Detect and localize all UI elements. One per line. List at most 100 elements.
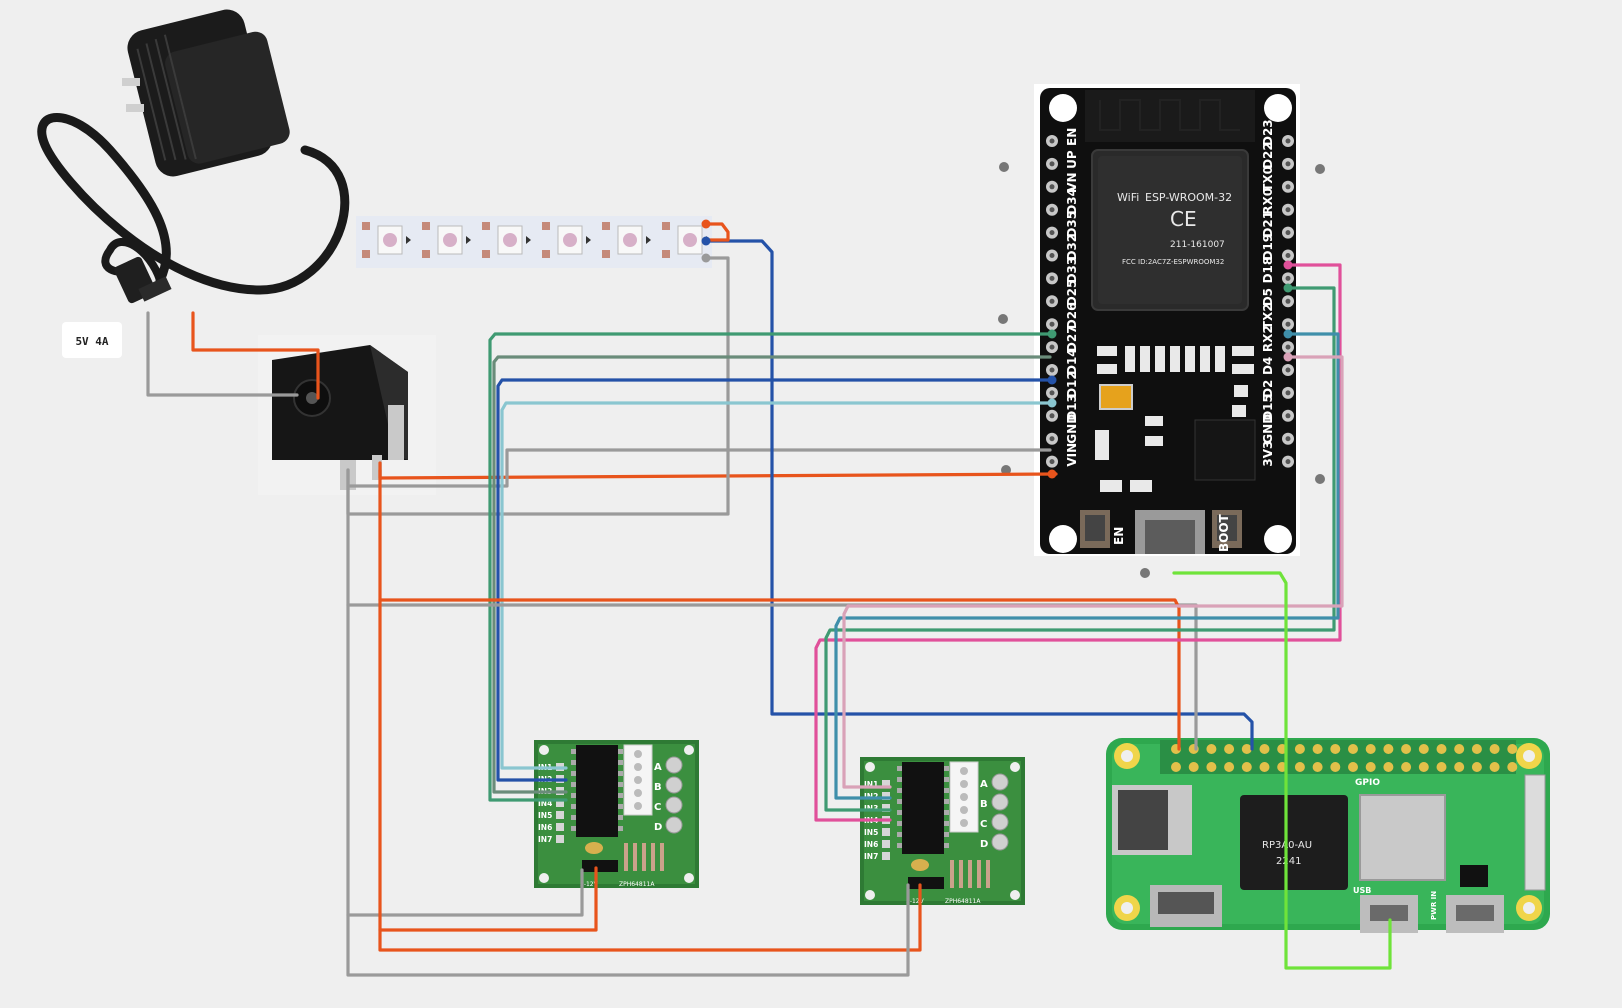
gpio-pin: [1401, 762, 1412, 772]
phase-label: A: [654, 762, 662, 773]
led-lens: [443, 233, 457, 247]
gpio-pin: [1507, 744, 1518, 754]
wire: [834, 332, 1340, 800]
gpio-pin: [1348, 744, 1358, 754]
led-resistor: [482, 250, 490, 258]
led-strip: [356, 216, 712, 268]
wire-endpoint: [1283, 352, 1293, 362]
phase-label: C: [654, 802, 661, 813]
connector-pin: [960, 806, 968, 814]
gpio-pin: [1224, 744, 1235, 754]
gpio-pin: [1206, 762, 1217, 772]
gpio-pin: [1436, 762, 1447, 772]
esp32-pin-hole: [1285, 459, 1291, 465]
mount-hole: [684, 873, 694, 883]
gpio-pin: [1330, 744, 1341, 754]
esp32-left-pin-label: D12: [1065, 371, 1079, 398]
esp32-pin-hole: [1285, 436, 1291, 442]
driver-ic: [902, 762, 944, 854]
esp32-right-pin-label: D2: [1261, 380, 1275, 398]
esp32-cert-text: 211-161007: [1170, 240, 1225, 250]
wire: [496, 378, 1052, 782]
ic-pin: [897, 821, 902, 826]
gpio-pin: [1259, 744, 1270, 754]
input-pin: [882, 852, 890, 860]
wire: [346, 603, 584, 917]
led-resistor: [362, 250, 370, 258]
connector-pin: [960, 793, 968, 801]
raspberry-pi-zero: GPIO RP3A0-AU 2241 USB PWR IN: [1106, 738, 1550, 933]
wire-endpoint: [1283, 283, 1293, 293]
led-lens: [563, 233, 577, 247]
phase-label: B: [654, 782, 662, 793]
esp32-pin-hole: [1049, 367, 1055, 373]
esp32-left-pin-label: VN: [1065, 172, 1079, 191]
wire: [191, 311, 320, 400]
connector-pin: [960, 819, 968, 827]
ic-pin: [618, 782, 623, 787]
esp32-left-pin-label: D26: [1065, 303, 1079, 330]
led-resistor: [482, 222, 490, 230]
wire-endpoint: [1047, 469, 1057, 479]
input-pin: [882, 828, 890, 836]
connector-pin: [960, 780, 968, 788]
ic-pin: [944, 843, 949, 848]
mount-hole: [684, 745, 694, 755]
resistor: [968, 860, 972, 888]
esp32-right-pin-label: D4: [1261, 357, 1275, 375]
input-pin-label: IN7: [864, 852, 878, 861]
esp32-left-pin-label: EN: [1065, 128, 1079, 146]
wire-endpoint: [701, 219, 711, 229]
led-arrow: [586, 236, 591, 244]
gpio-pin: [1241, 762, 1252, 772]
led-resistor: [662, 222, 670, 230]
dc-barrel-jack: [258, 335, 436, 495]
wire: [378, 468, 1181, 751]
gpio-pin: [1436, 744, 1447, 754]
wire-endpoint: [701, 236, 711, 246]
esp32-right-pin-label: TX0: [1261, 166, 1275, 192]
phase-label: D: [654, 822, 662, 833]
esp32-left-pin-label: GND: [1065, 414, 1079, 444]
esp32-left-pin-label: VIN: [1065, 443, 1079, 467]
phase-label: B: [980, 799, 988, 810]
esp32-module-label: ESP-WROOM-32: [1145, 191, 1232, 204]
ic-pin: [944, 766, 949, 771]
esp32-pin-hole: [1049, 253, 1055, 258]
esp32-pin-hole: [1049, 230, 1055, 236]
led-resistor: [602, 222, 610, 230]
mount-hole: [539, 873, 549, 883]
wire: [378, 461, 1058, 480]
ic-pin: [618, 804, 623, 809]
ic-pin: [571, 782, 576, 787]
boot-button-label: BOOT: [1217, 513, 1231, 552]
esp32-pin-hole: [1285, 253, 1291, 258]
ic-pin: [618, 793, 623, 798]
input-pin-label: IN5: [538, 811, 552, 820]
resistor: [624, 843, 628, 871]
ic-pin: [944, 821, 949, 826]
esp32-pin-hole: [1049, 298, 1055, 304]
input-pin: [556, 799, 564, 807]
gpio-pin: [1401, 744, 1412, 754]
led-lens: [383, 233, 397, 247]
wire-endpoint: [1283, 260, 1293, 270]
power-jumper: [582, 860, 618, 872]
gpio-pin: [1454, 744, 1465, 754]
led-lens: [503, 233, 517, 247]
esp32-right-pin-label: D23: [1261, 119, 1275, 146]
esp32-pin-hole: [1285, 344, 1291, 350]
mount-hole: [865, 890, 875, 900]
resistor: [986, 860, 990, 888]
esp32-right-pin-label: RX2: [1261, 325, 1275, 352]
esp32-pin-hole: [1049, 161, 1055, 167]
esp32-pin-hole: [1285, 390, 1291, 396]
ic-pin: [571, 793, 576, 798]
esp32-right-pin-label: 3V3: [1261, 441, 1275, 467]
connector-pin: [634, 776, 642, 784]
esp32-left-pin-label: D33: [1065, 257, 1079, 284]
esp32-pin-hole: [1049, 413, 1055, 419]
capacitor: [911, 859, 929, 871]
wire: [346, 883, 910, 977]
gpio-pin: [1188, 762, 1199, 772]
